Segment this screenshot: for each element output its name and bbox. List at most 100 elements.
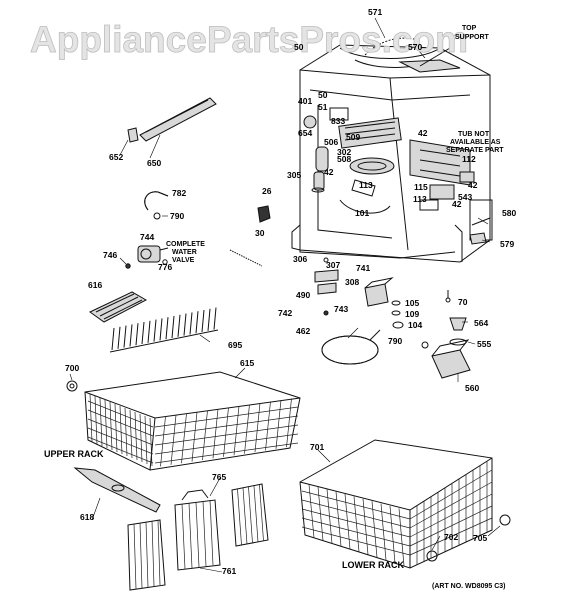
note-valve-1: COMPLETE	[166, 241, 205, 248]
part-label: 112	[462, 154, 476, 164]
part-label: 650	[147, 158, 161, 168]
wire-segment	[201, 309, 205, 333]
part-label: 462	[296, 326, 310, 336]
wire-segment	[87, 409, 154, 437]
wire-segment	[242, 487, 248, 545]
wire-segment	[275, 399, 282, 449]
part-label: 50	[318, 90, 328, 100]
wire-segment	[409, 493, 493, 538]
wire-segment	[344, 493, 351, 550]
wire-segment	[133, 523, 137, 590]
wire-segment	[159, 318, 163, 341]
part-label: 695	[228, 340, 242, 350]
wire-segment	[195, 311, 199, 334]
part-label: 306	[293, 254, 307, 264]
part-label: 700	[65, 363, 79, 373]
part-label: 508	[337, 154, 351, 164]
upper-rack-rollers	[66, 380, 78, 392]
wire-segment	[147, 320, 151, 343]
part-label: 113	[413, 194, 427, 204]
part-label: 555	[477, 339, 491, 349]
wire-segment	[191, 411, 198, 462]
wire-segment	[353, 496, 360, 552]
small-bracket-spring	[229, 205, 271, 267]
wire-segment	[141, 321, 145, 345]
note-valve-3: VALVE	[172, 257, 195, 264]
wire-segment	[202, 410, 208, 461]
water-valve	[125, 245, 169, 269]
wire-segment	[154, 406, 299, 428]
part-label: 104	[408, 320, 422, 330]
wire-segment	[124, 407, 128, 457]
part-label: 308	[345, 277, 359, 287]
wire-segment	[207, 308, 211, 331]
wire-segment	[301, 490, 411, 520]
wash-components	[303, 107, 402, 214]
part-label: 490	[296, 290, 310, 300]
silverware-baskets	[127, 483, 269, 591]
part-label: 570	[408, 42, 422, 52]
part-label: 741	[356, 263, 370, 273]
wire-segment	[362, 498, 369, 555]
wire-segment	[265, 401, 271, 451]
part-label: 30	[255, 228, 265, 238]
door-strip	[127, 97, 217, 143]
part-label: 113	[359, 180, 373, 190]
wire-segment	[171, 315, 175, 339]
wire-segment	[129, 409, 133, 459]
door-hinge-parts	[469, 217, 491, 245]
part-label: 579	[500, 239, 514, 249]
wire-segment	[389, 505, 396, 564]
wire-segment	[223, 407, 229, 457]
wash-arm	[73, 467, 161, 513]
part-label: 776	[158, 262, 172, 272]
wire-segment	[154, 424, 299, 446]
part-label: 401	[298, 96, 312, 106]
part-label: 101	[355, 208, 369, 218]
wire-segment	[188, 502, 193, 569]
wire-segment	[111, 327, 115, 351]
note-tub-3: SEPARATE PART	[446, 147, 504, 154]
wire-segment	[409, 517, 493, 556]
part-label: 302	[337, 147, 351, 157]
wire-segment	[119, 405, 123, 455]
part-label: 743	[334, 304, 348, 314]
part-label: 652	[109, 152, 123, 162]
pump-motor	[421, 317, 471, 379]
part-label: 506	[324, 137, 338, 147]
wire-segment	[139, 522, 143, 589]
leader-lines	[69, 17, 501, 573]
part-label: 50	[294, 42, 304, 52]
wire-segment	[89, 393, 93, 443]
part-label: 70	[458, 297, 468, 307]
wire-segment	[409, 481, 493, 529]
wire-segment	[129, 324, 133, 347]
wire-segment	[109, 401, 113, 451]
wire-segment	[301, 499, 411, 529]
wire-segment	[135, 323, 139, 346]
note-top-support-2: SUPPORT	[455, 34, 490, 41]
wire-segment	[160, 416, 166, 467]
wire-segment	[286, 398, 292, 448]
part-label: 833	[331, 116, 345, 126]
drain-hose	[144, 191, 169, 220]
wire-segment	[301, 508, 411, 538]
wire-segment	[212, 408, 219, 459]
part-label: 42	[452, 199, 462, 209]
part-label: 616	[88, 280, 102, 290]
part-label: 307	[326, 260, 340, 270]
wire-segment	[154, 415, 299, 437]
wire-segment	[157, 519, 161, 586]
part-label: 51	[318, 102, 328, 112]
watermark: AppliancePartsPros.com	[30, 19, 468, 60]
part-label: 618	[80, 512, 94, 522]
wire-segment	[165, 317, 169, 340]
part-label: 560	[465, 383, 479, 393]
wire-segment	[87, 400, 154, 428]
wire-segment	[380, 503, 387, 561]
rack-support	[89, 291, 148, 323]
part-label: 105	[405, 298, 419, 308]
wire-segment	[117, 326, 121, 349]
wire-segment	[87, 418, 154, 446]
